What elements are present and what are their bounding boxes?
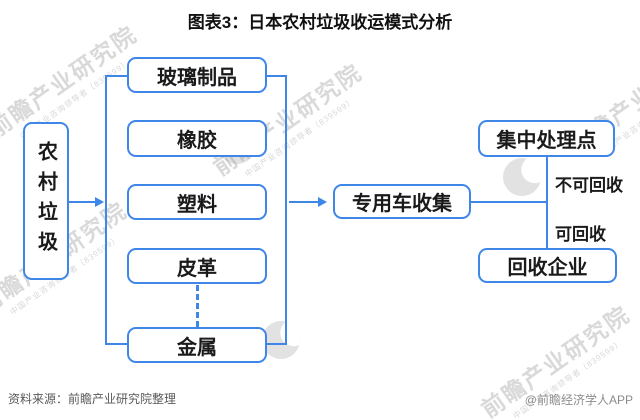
- copyright-note: @前瞻经济学人APP: [524, 393, 633, 407]
- chart-title: 图表3：日本农村垃圾收运模式分析: [187, 13, 453, 32]
- arrow-right-icon: [95, 197, 104, 207]
- ellipsis-connector: [196, 285, 199, 327]
- label-recyclable: 可回收: [555, 225, 606, 244]
- node-category-plastic: 塑料: [127, 184, 267, 220]
- node-category-glass: 玻璃制品: [127, 57, 267, 93]
- connector-line: [69, 201, 96, 203]
- node-category-leather: 皮革: [127, 248, 267, 284]
- connector-line: [471, 201, 548, 203]
- node-central-treatment: 集中处理点: [478, 120, 615, 157]
- watermark-tagline: 中国产业咨询领导者（839599）: [598, 73, 640, 157]
- arrow-right-icon: [318, 197, 327, 207]
- node-recycling-company: 回收企业: [478, 248, 617, 283]
- connector-line: [546, 157, 548, 248]
- source-note: 资料来源：前瞻产业研究院整理: [8, 392, 177, 406]
- label-non-recyclable: 不可回收: [555, 176, 623, 195]
- node-category-rubber: 橡胶: [127, 120, 267, 157]
- watermark-logo-icon: [497, 152, 547, 202]
- node-category-metal: 金属: [127, 327, 267, 363]
- node-rural-garbage: 农村垃圾: [23, 122, 69, 280]
- node-collector-truck: 专用车收集: [333, 184, 471, 219]
- connector-line: [289, 201, 319, 203]
